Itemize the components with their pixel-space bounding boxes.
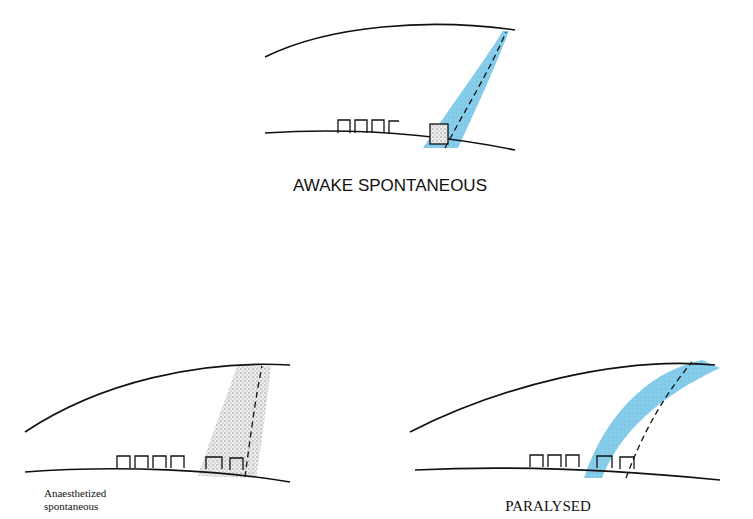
caption-label: Anaesthetized spontaneous — [44, 487, 128, 512]
diaphragm — [265, 131, 515, 150]
lung-units — [117, 456, 243, 470]
dashed-line — [245, 366, 262, 477]
paralysed-panel — [410, 360, 720, 480]
ventilation-band — [584, 360, 720, 478]
lung-units — [530, 455, 634, 469]
dashed-line — [445, 32, 506, 148]
diaphragm — [25, 469, 290, 482]
caption-label: PARALYSED — [505, 497, 590, 515]
chest-wall — [410, 363, 715, 432]
anaesthetized-panel — [25, 364, 290, 482]
ventilation-band — [198, 364, 271, 478]
caption-label: AWAKE SPONTANEOUS — [293, 176, 487, 196]
chest-wall — [25, 364, 290, 432]
diaphragm — [415, 468, 720, 480]
lung-units — [338, 120, 399, 134]
ventilation-band — [423, 31, 509, 148]
lung-unit-shaded — [430, 124, 448, 144]
dashed-line — [626, 362, 692, 478]
awake-panel — [265, 24, 515, 150]
chest-wall — [265, 24, 515, 57]
